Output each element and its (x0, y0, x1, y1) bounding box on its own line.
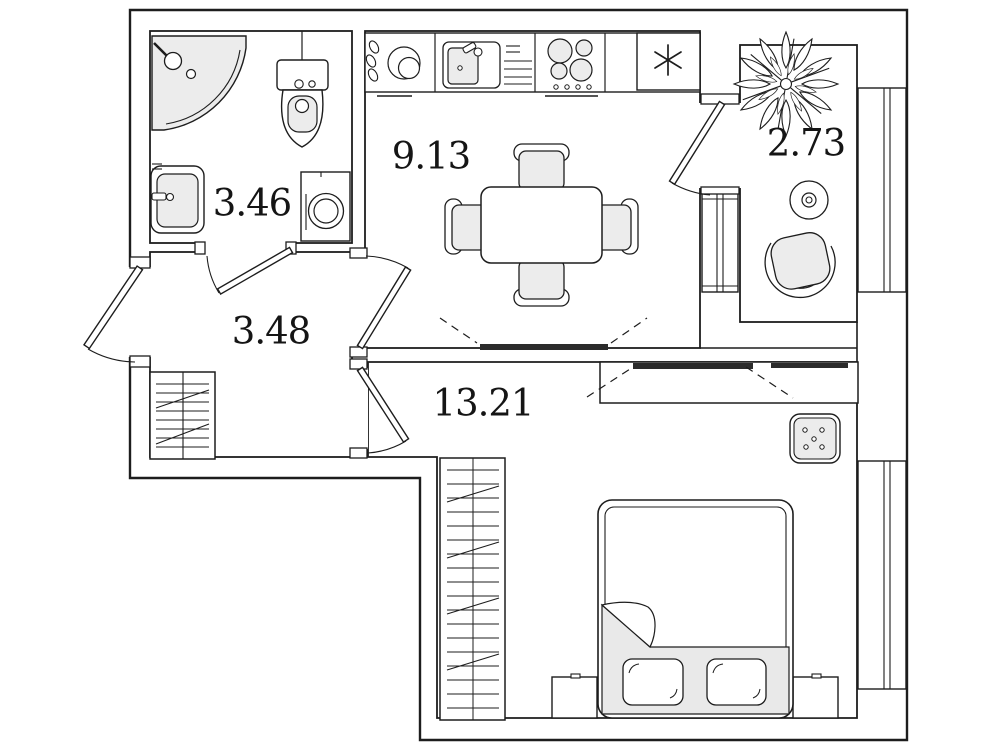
sliding-wardrobe (586, 361, 859, 404)
area-label-living-room: 13.21 (433, 382, 534, 425)
area-label-hallway: 3.48 (232, 310, 310, 353)
kitchen-sink (442, 41, 532, 89)
area-label-balcony: 2.73 (767, 122, 845, 165)
bedroom-wardrobe (439, 457, 506, 721)
blanket-fold (600, 601, 656, 648)
balcony-chair (764, 232, 836, 299)
bedroom-window (857, 460, 907, 690)
stove (547, 38, 593, 90)
pillows (622, 658, 767, 706)
refrigerator (636, 32, 701, 91)
balcony-round-table (789, 180, 829, 220)
kitchen-door (356, 255, 412, 350)
nightstand-left (551, 673, 598, 719)
area-labels: 3.46 9.13 2.73 3.48 13.21 (213, 122, 846, 425)
area-label-bathroom: 3.46 (213, 182, 291, 225)
bathroom-door (206, 246, 294, 296)
double-bed (597, 499, 794, 719)
dish-rack (365, 40, 421, 82)
corner-shower (151, 35, 247, 131)
entry-door (83, 265, 144, 363)
washing-machine (300, 171, 351, 242)
nightstand-right (792, 673, 839, 719)
hallway-closet (149, 371, 216, 460)
kitchen-niche-dashed (439, 317, 648, 350)
bathroom-sink (150, 163, 205, 234)
refrigerator-asterisk-icon (654, 44, 682, 76)
kitchen-balcony-window (701, 192, 739, 293)
living-room-door (356, 366, 410, 454)
area-label-kitchen: 9.13 (392, 135, 470, 178)
balcony-window (857, 87, 907, 293)
wall-lines (700, 322, 858, 362)
dining-table (480, 186, 603, 264)
door-openings (127, 103, 742, 449)
balcony-door (668, 100, 726, 196)
balcony-plant (733, 31, 839, 137)
pouf (789, 413, 841, 464)
toilet (276, 31, 329, 148)
